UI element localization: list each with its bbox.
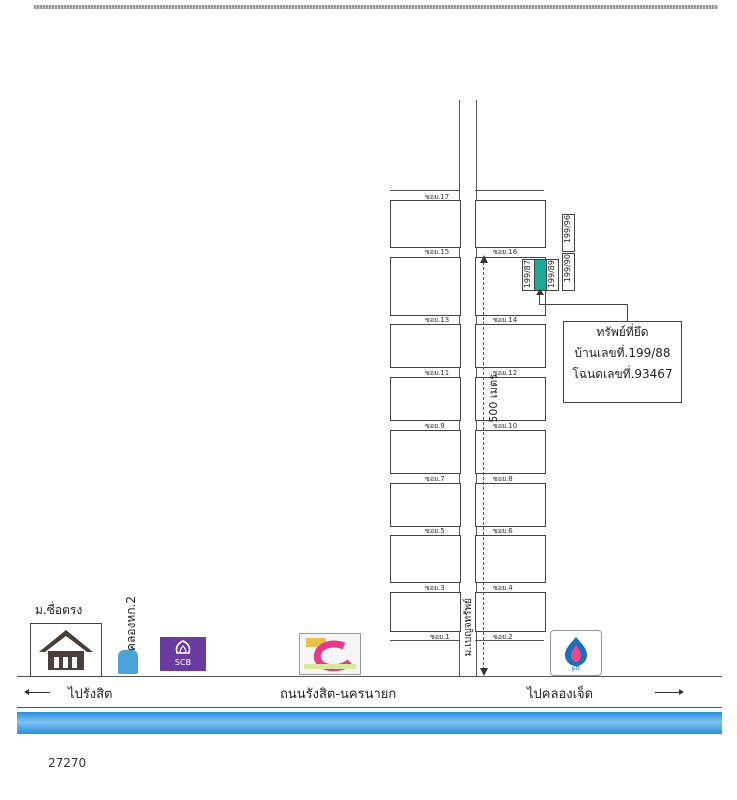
left-block xyxy=(390,257,461,316)
soi-label-right: ซอย.8 xyxy=(493,475,513,483)
left-block xyxy=(390,535,461,583)
scb-logo-icon: SCB xyxy=(160,637,206,671)
soi-label-right: ซอย.14 xyxy=(493,316,518,324)
plot-199-89: 199/89 xyxy=(546,259,559,291)
left-bottom-edge xyxy=(390,640,459,641)
direction-left-label: ไปรังสิต xyxy=(68,687,113,702)
right-block xyxy=(475,324,546,368)
main-road xyxy=(17,676,722,708)
left-top-edge xyxy=(390,190,459,191)
property-title: ทรัพย์ที่ยึด xyxy=(596,325,649,339)
soi-label-right: ซอย.2 xyxy=(493,633,513,641)
distance-dashed-line xyxy=(483,262,484,670)
left-arrowhead xyxy=(24,689,29,695)
soi-label-left: ซอย.1 xyxy=(430,633,450,641)
soi-label-left: ซอย.9 xyxy=(425,422,445,430)
document-code: 27270 xyxy=(48,756,87,770)
plot-199-90: 199/90 xyxy=(562,253,575,291)
soi-label-left: ซอย.13 xyxy=(425,316,450,324)
soi-label-right: ซอย.12 xyxy=(493,369,518,377)
right-block xyxy=(475,592,546,632)
scb-label: SCB xyxy=(174,658,192,667)
right-block xyxy=(475,430,546,474)
top-border xyxy=(34,5,718,9)
ptt-label: ptt xyxy=(571,665,581,672)
right-arrowhead xyxy=(679,689,684,695)
pointer-arrowhead xyxy=(536,289,544,295)
soi-label-left: ซอย.7 xyxy=(425,475,445,483)
main-road-label: ถนนรังสิต-นครนายก xyxy=(280,687,397,702)
right-block xyxy=(475,377,546,421)
right-top-edge xyxy=(475,190,544,191)
right-block xyxy=(475,535,546,583)
soi-label-right: ซอย.16 xyxy=(493,248,518,256)
house-icon xyxy=(30,623,102,677)
left-block xyxy=(390,377,461,421)
left-block xyxy=(390,200,461,248)
ptt-logo-icon: ptt xyxy=(550,630,602,676)
right-block xyxy=(475,483,546,527)
bigc-logo-icon xyxy=(299,633,361,675)
property-deed-no: โฉนดเลขที่.93467 xyxy=(572,367,673,381)
soi-label-left: ซอย.17 xyxy=(425,193,450,201)
village-name-label: ม.เบญจทรัพย์ xyxy=(463,598,474,657)
right-bottom-edge xyxy=(475,640,544,641)
soi-label-left: ซอย.15 xyxy=(425,248,450,256)
direction-right-label: ไปคลองเจ็ด xyxy=(527,687,594,702)
soi-label-left: ซอย.11 xyxy=(425,369,450,377)
soi-label-right: ซอย.10 xyxy=(493,422,518,430)
pointer-line-v2 xyxy=(627,304,628,321)
property-house-no: บ้านเลขที่.199/88 xyxy=(574,346,671,360)
plot-199-96: 199/96 xyxy=(562,214,575,252)
right-block xyxy=(475,200,546,248)
canal-river xyxy=(17,712,722,734)
soi-label-right: ซอย.4 xyxy=(493,584,513,592)
distance-arrowhead-bottom xyxy=(480,668,488,676)
distance-arrowhead-top xyxy=(480,255,488,263)
soi-label-right: ซอย.6 xyxy=(493,527,513,535)
canal-marker-icon xyxy=(118,650,138,674)
house-landmark-label: ม.ซื่อตรง xyxy=(35,603,83,617)
property-info-box: ทรัพย์ที่ยึด บ้านเลขที่.199/88 โฉนดเลขที… xyxy=(563,321,682,403)
left-block xyxy=(390,592,461,632)
soi-label-left: ซอย.3 xyxy=(425,584,445,592)
distance-label: 500 เมตร xyxy=(487,374,500,423)
right-arrow xyxy=(655,692,679,693)
canal-label: คลองหก.2 xyxy=(124,596,138,652)
left-block xyxy=(390,483,461,527)
left-block xyxy=(390,324,461,368)
pointer-line-h xyxy=(539,304,627,305)
left-block xyxy=(390,430,461,474)
left-arrow xyxy=(26,692,50,693)
pointer-line-v1 xyxy=(539,292,540,304)
soi-label-left: ซอย.5 xyxy=(425,527,445,535)
